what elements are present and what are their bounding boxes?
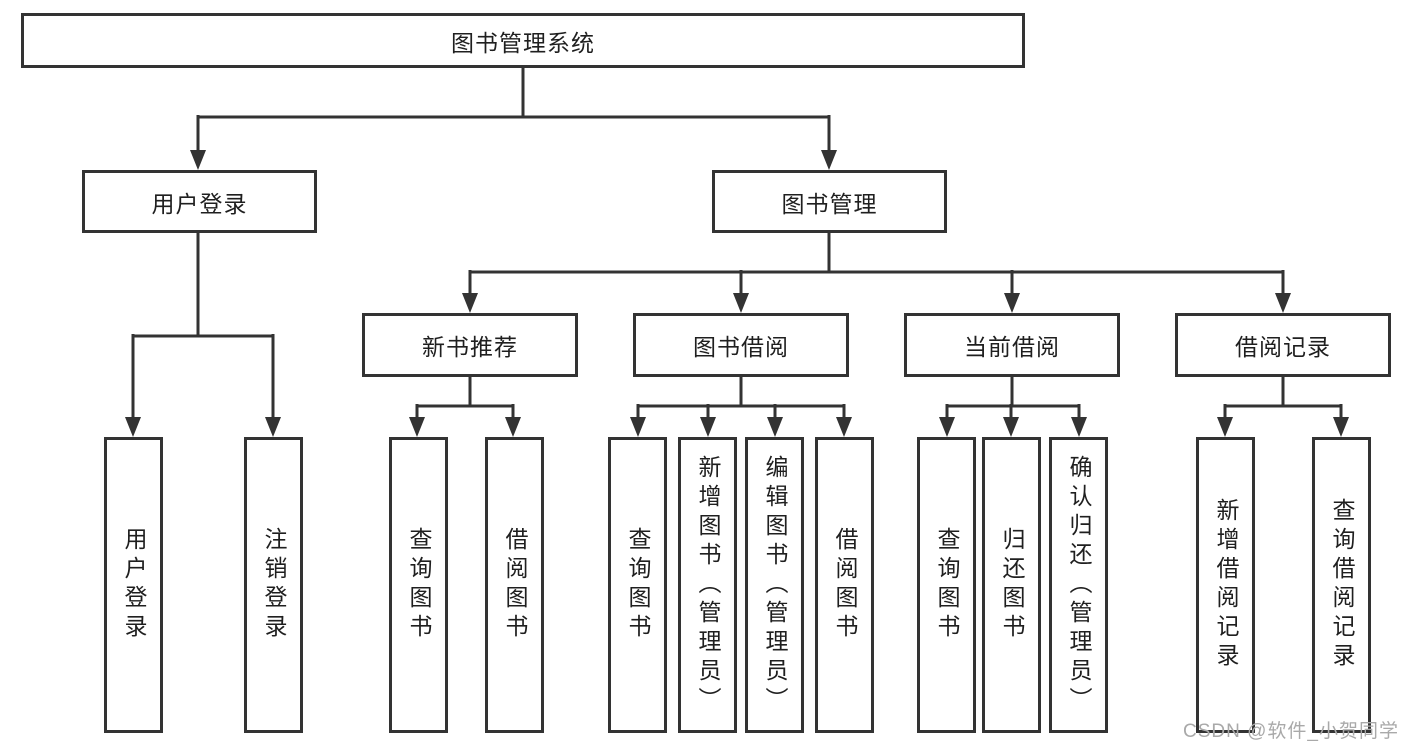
leaf-borrow-books-recommend: 借阅图书 xyxy=(485,437,544,733)
leaf-query-books-current-label: 查询图书 xyxy=(934,527,960,643)
leaf-add-book-admin-label: 新增图书（管理员） xyxy=(695,454,721,716)
leaf-query-books-borrow: 查询图书 xyxy=(608,437,667,733)
leaf-confirm-return-admin: 确认归还（管理员） xyxy=(1049,437,1108,733)
connector-user-login xyxy=(125,233,281,437)
leaf-query-books-recommend: 查询图书 xyxy=(389,437,448,733)
leaf-query-borrow-record-label: 查询借阅记录 xyxy=(1329,498,1355,672)
leaf-confirm-return-admin-label: 确认归还（管理员） xyxy=(1066,454,1092,716)
leaf-query-books-recommend-label: 查询图书 xyxy=(406,527,432,643)
leaf-query-books-borrow-label: 查询图书 xyxy=(625,527,651,643)
leaf-borrow-books-borrow: 借阅图书 xyxy=(815,437,874,733)
leaf-edit-book-admin: 编辑图书（管理员） xyxy=(745,437,804,733)
leaf-logout-label: 注销登录 xyxy=(261,527,287,643)
node-book-management-label: 图书管理 xyxy=(781,190,878,217)
leaf-add-borrow-record-label: 新增借阅记录 xyxy=(1213,498,1239,672)
leaf-return-book: 归还图书 xyxy=(982,437,1041,733)
leaf-return-book-label: 归还图书 xyxy=(999,527,1025,643)
watermark-text: CSDN @软件_小贺同学 xyxy=(1183,721,1399,742)
node-current-borrow-label: 当前借阅 xyxy=(964,334,1060,360)
node-user-login-label: 用户登录 xyxy=(151,190,248,217)
node-book-borrow-label: 图书借阅 xyxy=(693,334,789,360)
node-borrow-records: 借阅记录 xyxy=(1175,313,1391,377)
leaf-query-borrow-record: 查询借阅记录 xyxy=(1312,437,1371,733)
leaf-borrow-books-borrow-label: 借阅图书 xyxy=(832,527,858,643)
leaf-borrow-books-recommend-label: 借阅图书 xyxy=(502,527,528,643)
leaf-user-login: 用户登录 xyxy=(104,437,163,733)
node-borrow-records-label: 借阅记录 xyxy=(1235,334,1331,360)
connector-borrow-records xyxy=(1217,377,1349,437)
connector-new-book-recommend xyxy=(409,377,521,437)
connector-current-borrow xyxy=(939,377,1087,437)
node-new-book-recommend: 新书推荐 xyxy=(362,313,578,377)
node-current-borrow: 当前借阅 xyxy=(904,313,1120,377)
leaf-edit-book-admin-label: 编辑图书（管理员） xyxy=(762,454,788,716)
connector-book-borrow xyxy=(630,377,852,437)
connector-root-branch xyxy=(190,68,837,170)
connector-book-management xyxy=(462,233,1291,313)
leaf-logout: 注销登录 xyxy=(244,437,303,733)
node-user-login: 用户登录 xyxy=(82,170,317,233)
node-system-root: 图书管理系统 xyxy=(21,13,1025,68)
node-new-book-recommend-label: 新书推荐 xyxy=(422,334,518,360)
node-book-borrow: 图书借阅 xyxy=(633,313,849,377)
leaf-add-book-admin: 新增图书（管理员） xyxy=(678,437,737,733)
node-system-root-label: 图书管理系统 xyxy=(451,29,595,56)
leaf-user-login-label: 用户登录 xyxy=(121,527,147,643)
leaf-query-books-current: 查询图书 xyxy=(917,437,976,733)
leaf-add-borrow-record: 新增借阅记录 xyxy=(1196,437,1255,733)
node-book-management: 图书管理 xyxy=(712,170,947,233)
